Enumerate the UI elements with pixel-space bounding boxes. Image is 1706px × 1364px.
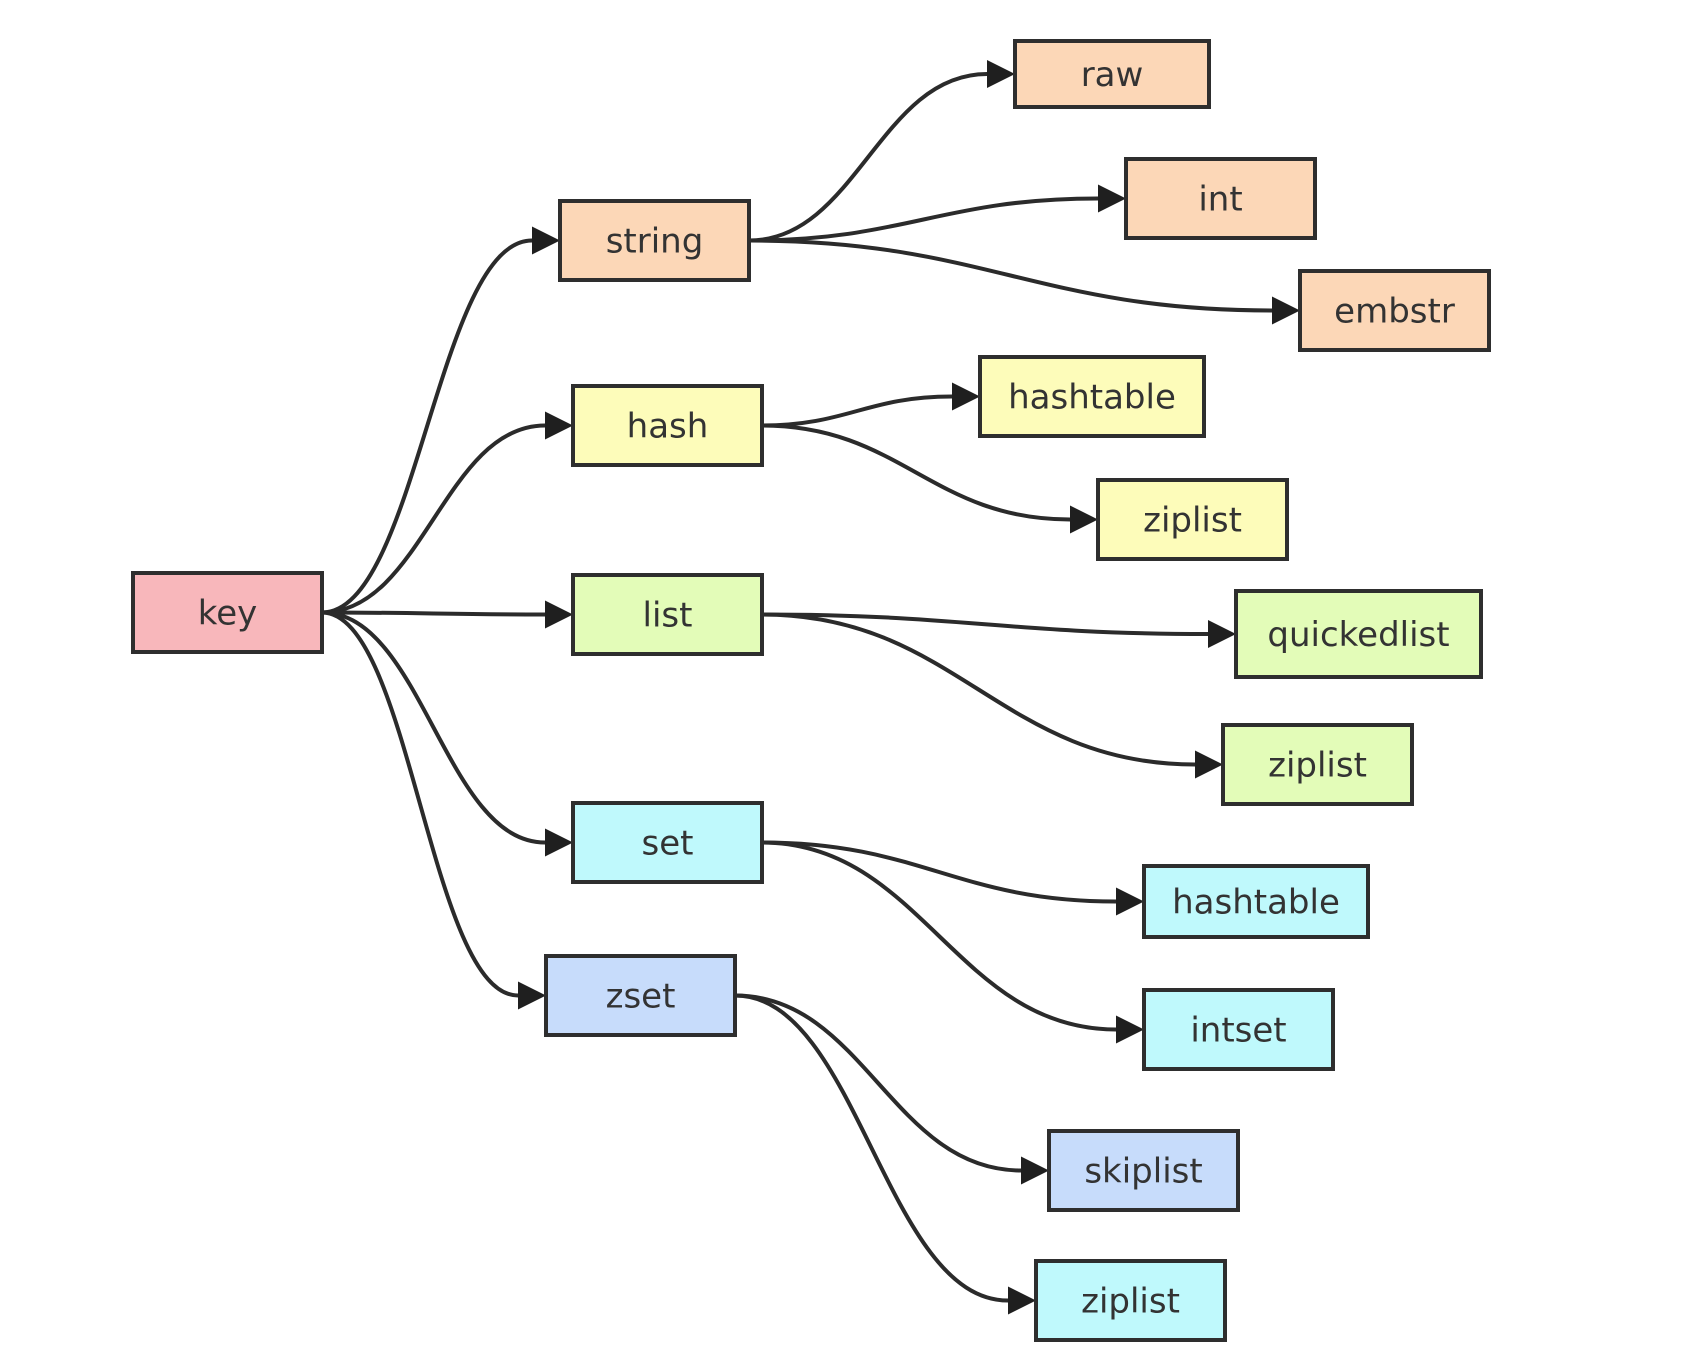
arrowhead-zset — [518, 981, 546, 1010]
node-box-raw — [1013, 39, 1211, 109]
node-box-list-quickedlist — [1234, 589, 1483, 679]
edge-hash-to-hash-ziplist — [761, 423, 1071, 522]
node-label-zset-ziplist: ziplist — [1081, 1282, 1180, 1322]
node-box-string — [558, 199, 751, 282]
node-list-quickedlist: quickedlist — [1234, 589, 1483, 679]
edge-key-to-zset — [321, 610, 519, 998]
arrowhead-hash-hashtable — [952, 382, 980, 411]
node-label-set: set — [642, 824, 694, 864]
edge-string-to-embstr — [748, 238, 1273, 313]
node-int: int — [1124, 157, 1317, 240]
node-set-hashtable: hashtable — [1142, 864, 1370, 939]
node-box-hash-ziplist — [1096, 478, 1289, 561]
node-box-zset — [544, 954, 737, 1037]
node-zset-skiplist: skiplist — [1047, 1129, 1240, 1212]
node-box-list — [571, 573, 764, 656]
node-box-list-ziplist — [1221, 723, 1414, 806]
node-label-list: list — [643, 596, 693, 636]
edge-list-to-list-quickedlist — [761, 612, 1209, 636]
node-box-zset-skiplist — [1047, 1129, 1240, 1212]
edge-key-to-list — [321, 610, 546, 617]
nodes-layer: key string hash list set zset raw int embstr hash… — [131, 39, 1491, 1342]
node-label-set-intset: intset — [1190, 1011, 1286, 1051]
node-box-set-hashtable — [1142, 864, 1370, 939]
node-label-raw: raw — [1081, 55, 1144, 95]
node-label-embstr: embstr — [1334, 292, 1455, 332]
edge-set-to-set-hashtable — [761, 840, 1117, 904]
node-label-hash-ziplist: ziplist — [1143, 501, 1242, 541]
node-embstr: embstr — [1298, 269, 1491, 352]
edge-hash-to-hash-hashtable — [761, 394, 953, 428]
arrowhead-hash-ziplist — [1070, 505, 1098, 534]
node-label-list-ziplist: ziplist — [1268, 746, 1367, 786]
node-box-hash-hashtable — [978, 355, 1206, 438]
node-hash: hash — [571, 384, 764, 467]
arrowhead-hash — [545, 411, 573, 440]
edge-set-to-set-intset — [761, 840, 1117, 1032]
arrowhead-set — [545, 828, 573, 857]
arrowhead-set-hashtable — [1116, 887, 1144, 916]
arrowhead-zset-ziplist — [1008, 1286, 1036, 1315]
node-set: set — [571, 801, 764, 884]
edge-string-to-raw — [748, 72, 988, 243]
node-box-key — [131, 571, 324, 654]
node-box-zset-ziplist — [1034, 1259, 1227, 1342]
node-box-hash — [571, 384, 764, 467]
arrowhead-list-ziplist — [1195, 750, 1223, 779]
edge-list-to-list-ziplist — [761, 612, 1196, 767]
node-label-int: int — [1198, 180, 1242, 220]
edges-layer — [321, 60, 1300, 1315]
node-key: key — [131, 571, 324, 654]
node-label-hash-hashtable: hashtable — [1008, 378, 1176, 418]
node-box-int — [1124, 157, 1317, 240]
node-label-set-hashtable: hashtable — [1172, 883, 1340, 923]
edge-zset-to-zset-ziplist — [734, 993, 1009, 1303]
node-list: list — [571, 573, 764, 656]
edge-key-to-string — [321, 238, 533, 615]
node-set-intset: intset — [1142, 988, 1335, 1071]
edge-zset-to-zset-skiplist — [734, 993, 1022, 1173]
node-zset-ziplist: ziplist — [1034, 1259, 1227, 1342]
node-label-hash: hash — [627, 407, 709, 447]
arrowhead-list — [545, 600, 573, 629]
node-label-string: string — [606, 222, 704, 262]
node-box-embstr — [1298, 269, 1491, 352]
node-label-zset-skiplist: skiplist — [1084, 1152, 1202, 1192]
arrowhead-zset-skiplist — [1021, 1156, 1049, 1185]
node-box-set — [571, 801, 764, 884]
arrowhead-list-quickedlist — [1208, 620, 1236, 648]
node-raw: raw — [1013, 39, 1211, 109]
node-box-set-intset — [1142, 988, 1335, 1071]
node-label-key: key — [198, 594, 258, 634]
arrowhead-raw — [987, 60, 1015, 88]
node-string: string — [558, 199, 751, 282]
edge-string-to-int — [748, 196, 1099, 243]
node-zset: zset — [544, 954, 737, 1037]
node-label-zset: zset — [606, 977, 676, 1017]
node-label-list-quickedlist: quickedlist — [1267, 615, 1449, 655]
node-hash-ziplist: ziplist — [1096, 478, 1289, 561]
arrowhead-embstr — [1272, 296, 1300, 325]
arrowhead-int — [1098, 184, 1126, 213]
edge-key-to-set — [321, 610, 546, 845]
edge-key-to-hash — [321, 423, 546, 615]
node-hash-hashtable: hashtable — [978, 355, 1206, 438]
node-list-ziplist: ziplist — [1221, 723, 1414, 806]
arrowhead-set-intset — [1116, 1015, 1144, 1044]
arrowhead-string — [532, 226, 560, 255]
